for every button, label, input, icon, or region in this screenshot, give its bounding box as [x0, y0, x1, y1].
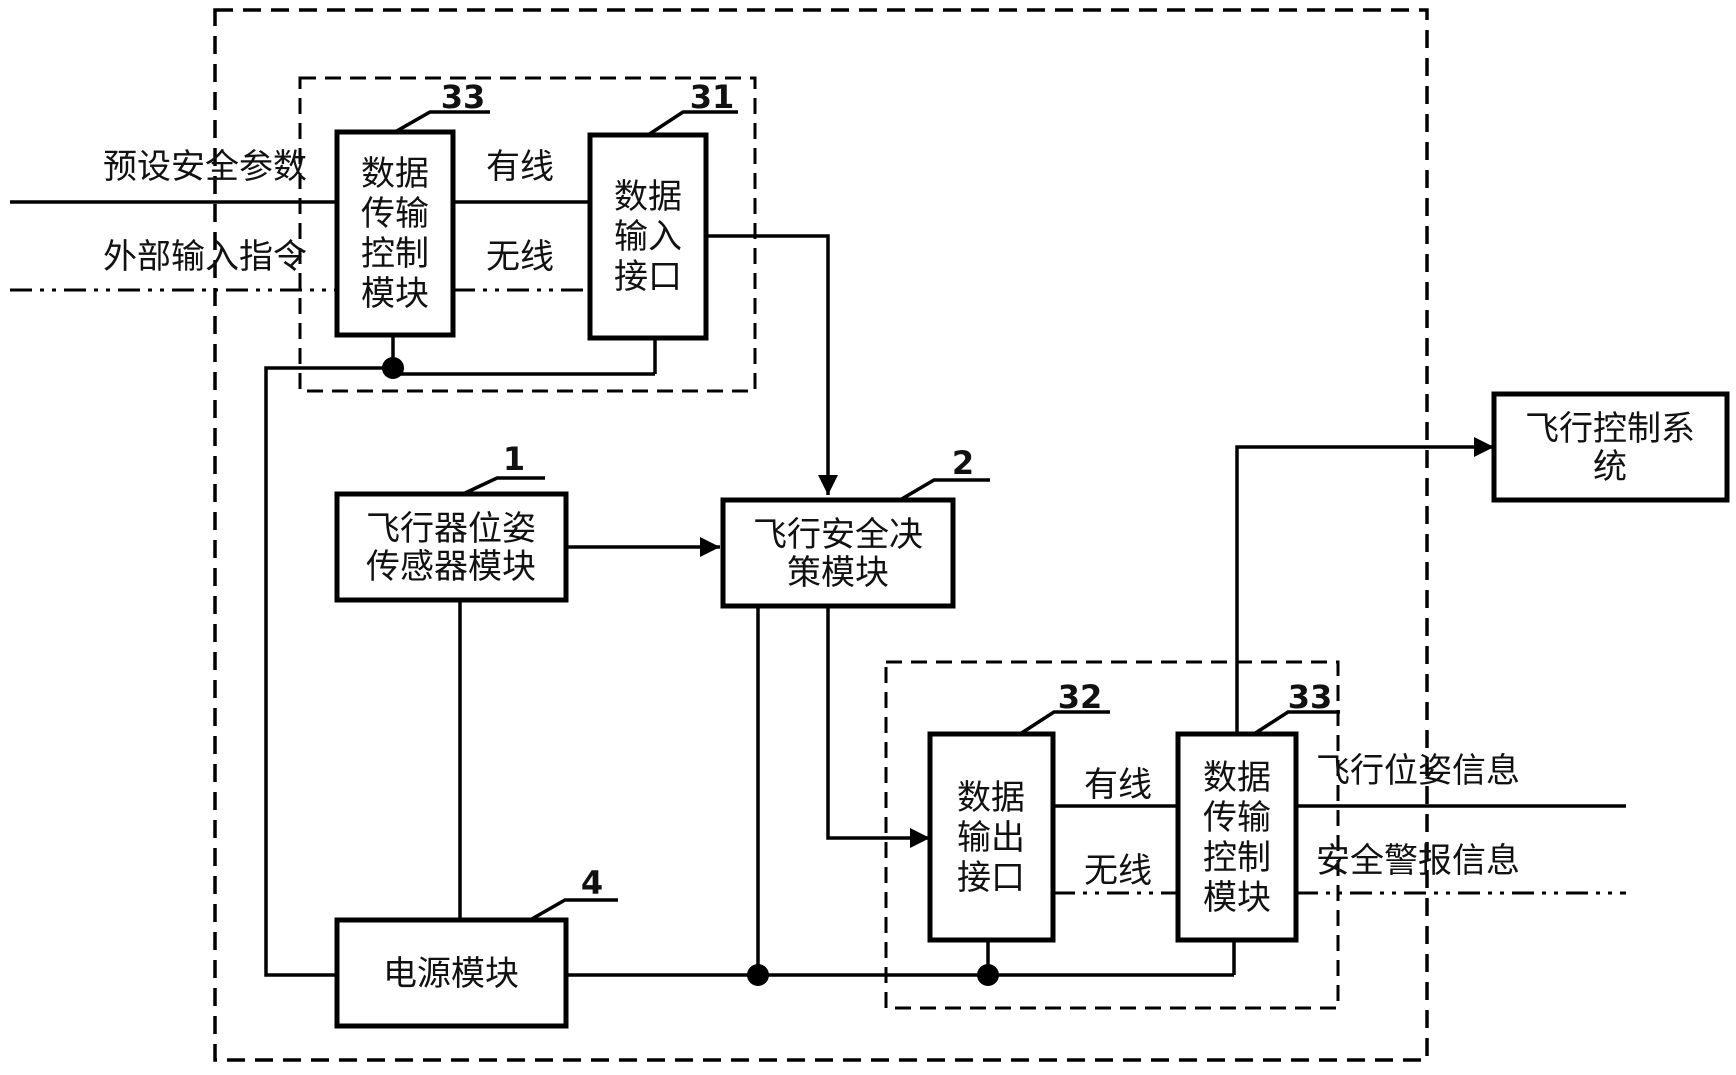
data-output-interface-text: 数据输出接口: [957, 778, 1025, 898]
junction-dot-output: [977, 964, 999, 986]
decision-to-output-arrow: [828, 606, 930, 838]
data-transfer-control-bottom-text: 数据传输控制模块: [1203, 758, 1271, 918]
ref33-top-label: 33: [441, 78, 486, 116]
ref2-leader: [900, 480, 990, 500]
ref31-label: 31: [690, 78, 735, 116]
flight-attitude-info-label: 飞行位姿信息: [1316, 751, 1520, 791]
junction-dot-top: [382, 357, 404, 379]
ref1-label: 1: [503, 440, 525, 478]
wired-top-label: 有线: [486, 147, 554, 187]
wireless-top-label: 无线: [486, 237, 554, 277]
to-flight-control-arrow: [1237, 447, 1494, 734]
ref33-bottom-label: 33: [1288, 678, 1333, 716]
data-transfer-control-top-text: 数据传输控制模块: [361, 154, 429, 314]
ref4-leader: [530, 900, 618, 920]
ref4-label: 4: [581, 864, 603, 902]
safety-alarm-info-label: 安全警报信息: [1316, 841, 1520, 881]
wired-bottom-label: 有线: [1084, 765, 1152, 805]
attitude-sensor-text: 飞行器位姿传感器模块: [366, 509, 536, 587]
external-input-cmd-label: 外部输入指令: [103, 237, 307, 277]
power-module-text: 电源模块: [383, 954, 519, 994]
junction-dot-decision: [747, 964, 769, 986]
input-to-decision-arrow: [706, 236, 828, 495]
wireless-bottom-label: 无线: [1084, 851, 1152, 891]
power-bus-left: [266, 335, 393, 975]
preset-safety-params-label: 预设安全参数: [103, 147, 307, 187]
ref32-label: 32: [1058, 678, 1103, 716]
ref2-label: 2: [952, 444, 974, 482]
data-input-interface-text: 数据输入接口: [614, 177, 682, 297]
